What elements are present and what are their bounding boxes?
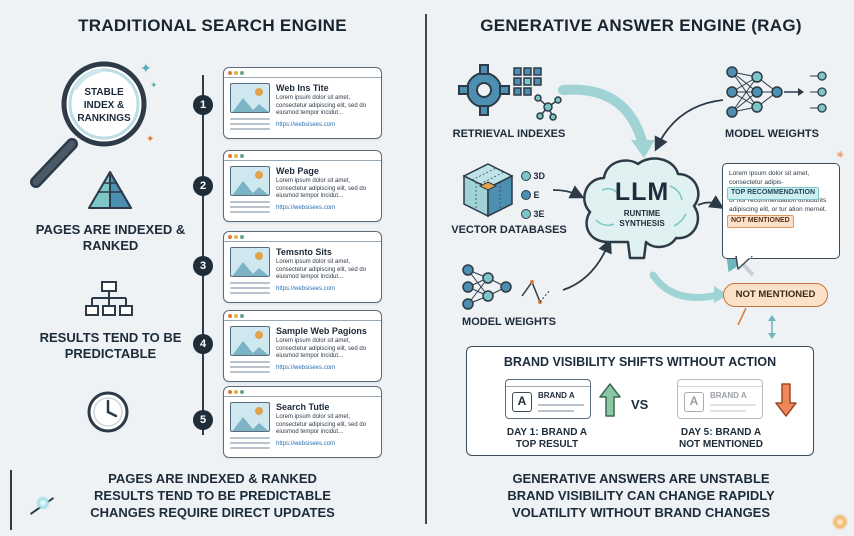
sparkle-icon: ✦ [140,60,152,76]
brand-card-day1: A BRAND A [505,379,591,419]
result-description: Lorem ipsum dolor sit amet, consectetur … [276,259,367,280]
brand-card-label: BRAND A [710,391,747,400]
result-description: Lorem ipsum dolor sit amet, consectetur … [276,178,367,199]
result-url[interactable]: https://websisees.com [276,122,336,128]
brand-box-title: BRAND VISIBILITY SHIFTS WITHOUT ACTION [503,355,777,369]
model-weights-bottom-label: MODEL WEIGHTS [462,316,556,328]
search-result-card[interactable]: Temsnto Sits Lorem ipsum dolor sit amet,… [223,231,382,303]
magnifier-text: STABLE INDEX & RANKINGS [77,87,131,124]
image-placeholder-icon [230,166,270,196]
decor-line [10,470,12,530]
bubble-tail [735,256,753,270]
hierarchy-caption: RESULTS TEND TO BE PREDICTABLE [39,330,182,362]
up-arrow-icon [599,383,621,417]
neural-network-icon [458,262,558,312]
neural-network-icon [722,62,832,122]
center-divider [425,14,427,524]
result-title: Temsnto Sits [276,247,332,257]
not-mentioned-tag: NOT MENTIONED [727,215,794,228]
brain-icon [578,150,706,262]
model-weights-top-label: MODEL WEIGHTS [725,128,819,140]
image-placeholder-icon [230,83,270,113]
day5-caption: DAY 5: BRAND A NOT MENTIONED [679,427,763,450]
vector-dot-icon [521,190,531,200]
rank-number: 1 [193,95,213,115]
rank-number: 4 [193,334,213,354]
image-placeholder-icon [230,326,270,356]
search-result-card[interactable]: Web Page Lorem ipsum dolor sit amet, con… [223,150,382,222]
sparkle-icon: ✦ [150,80,158,90]
day1-caption: DAY 1: BRAND A TOP RESULT [506,427,588,450]
right-title: GENERATIVE ANSWER ENGINE (RAG) [480,16,802,35]
result-title: Search Tutle [276,402,330,412]
result-title: Sample Web Pagions [276,326,367,336]
image-placeholder-icon [230,247,270,277]
ranking-timeline [202,75,204,435]
search-result-card[interactable]: Sample Web Pagions Lorem ipsum dolor sit… [223,310,382,382]
result-title: Web Ins Tite [276,83,329,93]
hierarchy-icon [84,280,134,320]
sparkle-icon: ✦ [146,134,155,145]
down-arrow-icon [775,383,797,417]
top-recommendation-tag: TOP RECOMMENDATION [727,187,820,200]
llm-subtitle: RUNTIME SYNTHESIS [619,209,665,228]
clock-icon [86,390,130,434]
brand-visibility-box: BRAND VISIBILITY SHIFTS WITHOUT ACTION A… [466,346,814,456]
left-title: TRADITIONAL SEARCH ENGINE [78,16,347,35]
vector-label: VECTOR DATABASES [451,224,567,236]
result-title: Web Page [276,166,319,176]
right-footer: GENERATIVE ANSWERS ARE UNSTABLE BRAND VI… [507,471,775,520]
retrieval-label: RETRIEVAL INDEXES [452,128,566,140]
result-url[interactable]: https://websisees.com [276,205,336,211]
rank-number: 5 [193,410,213,430]
result-description: Lorem ipsum dolor sit amet, consectetur … [276,338,367,359]
vs-label: VS [631,397,649,412]
result-description: Lorem ipsum dolor sit amet, consectetur … [276,414,367,435]
image-placeholder-icon [230,402,270,432]
vector-dot-icon [521,209,531,219]
rank-number: 2 [193,176,213,196]
result-url[interactable]: https://websisees.com [276,441,336,447]
retrieval-gear-network-icon [458,62,568,122]
result-url[interactable]: https://websisees.com [276,365,336,371]
vector-dot-icon [521,171,531,181]
brand-letter: A [512,392,532,412]
not-mentioned-badge: NOT MENTIONED [723,283,828,307]
pyramid-icon [87,170,133,212]
result-description: Lorem ipsum dolor sit amet, consectetur … [276,95,367,116]
vector-items: 3D E 3E [521,170,561,224]
left-footer: PAGES ARE INDEXED & RANKED RESULTS TEND … [90,471,335,520]
glow-sparkle-icon [36,496,50,510]
llm-title: LLM [614,178,670,206]
search-result-card[interactable]: Search Tutle Lorem ipsum dolor sit amet,… [223,386,382,458]
rank-number: 3 [193,256,213,276]
flow-arrows [552,84,776,339]
vector-cube-icon [458,160,518,220]
brand-card-label: BRAND A [538,391,575,400]
glow-sparkle-icon [832,514,848,530]
magnifier-icon [20,56,160,196]
search-result-card[interactable]: Web Ins Tite Lorem ipsum dolor sit amet,… [223,67,382,139]
brand-card-day5: A BRAND A [677,379,763,419]
pyramid-caption: PAGES ARE INDEXED & RANKED [35,222,186,254]
sparkle-icon: ✳ [836,150,845,161]
result-url[interactable]: https://websisees.com [276,286,336,292]
answer-bubble: Lorem ipsum dolor sit amet, consectetur … [722,163,840,259]
brand-letter: A [684,392,704,412]
